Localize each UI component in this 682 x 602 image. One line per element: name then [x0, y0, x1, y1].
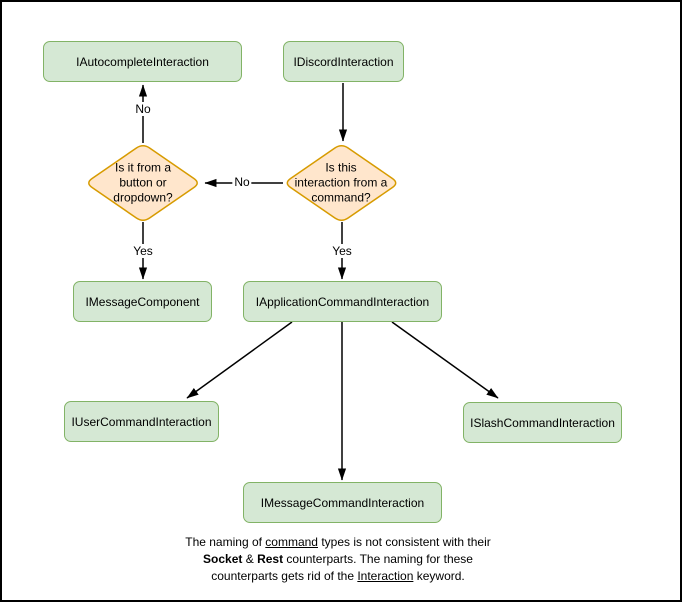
note-bold-rest: Rest: [257, 552, 284, 566]
decision-button-dropdown-label: Is it from a button or dropdown?: [113, 160, 173, 205]
node-islashcommandinteraction: ISlashCommandInteraction: [463, 402, 622, 443]
note-underlined-command: command: [265, 535, 318, 549]
note-text: counterparts. The naming for these: [283, 552, 473, 566]
decision-button-dropdown-shape: [88, 145, 198, 221]
edge-label-yes-right: Yes: [330, 244, 354, 258]
edge-application-command-to-slash-command: [391, 321, 499, 399]
node-iusercommandinteraction: IUserCommandInteraction: [64, 401, 219, 442]
node-iapplicationcommandinteraction: IApplicationCommandInteraction: [243, 281, 442, 322]
naming-note-line2: Socket & Rest counterparts. The naming f…: [58, 551, 618, 568]
decision-from-command-shape: [286, 145, 397, 221]
edge-label-yes-left: Yes: [131, 244, 155, 258]
decision-from-command-label: Is this interaction from a command?: [294, 160, 388, 205]
naming-note-line3: counterparts gets rid of the Interaction…: [58, 568, 618, 585]
note-text: types is not consistent with their: [317, 535, 491, 549]
node-idiscordinteraction: IDiscordInteraction: [283, 41, 404, 82]
note-text: counterparts gets rid of the: [211, 569, 358, 583]
node-imessagecommandinteraction: IMessageCommandInteraction: [243, 482, 442, 523]
edge-label-no-horizontal: No: [232, 175, 252, 189]
node-iautocompleteinteraction: IAutocompleteInteraction: [43, 41, 242, 82]
note-bold-socket: Socket: [203, 552, 243, 566]
note-underlined-interaction: Interaction: [357, 569, 414, 583]
edge-label-no-up: No: [133, 102, 153, 116]
note-text: &: [242, 552, 258, 566]
node-imessagecomponent: IMessageComponent: [73, 281, 212, 322]
note-text: keyword.: [413, 569, 465, 583]
note-text: The naming of: [185, 535, 266, 549]
naming-note-line1: The naming of command types is not consi…: [58, 534, 618, 551]
naming-note: The naming of command types is not consi…: [58, 534, 618, 585]
edge-application-command-to-user-command: [186, 321, 293, 399]
